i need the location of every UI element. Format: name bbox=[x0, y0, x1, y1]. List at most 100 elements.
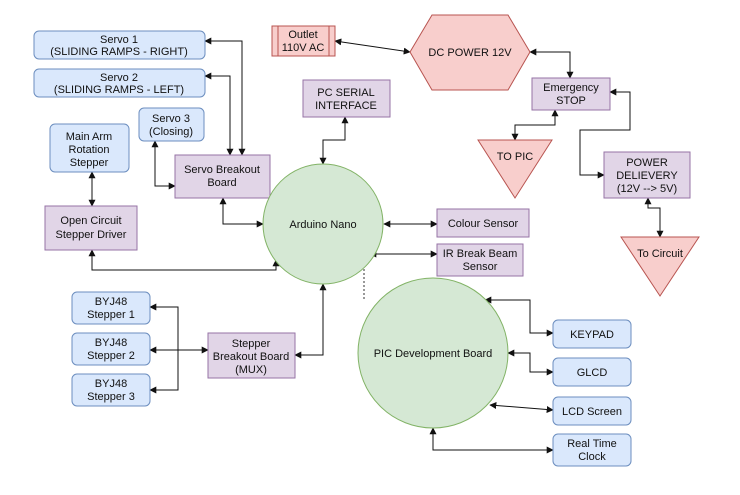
node-colour-label: Colour Sensor bbox=[448, 218, 519, 230]
node-to-circuit-label: To Circuit bbox=[637, 248, 683, 260]
node-estop-line: STOP bbox=[556, 95, 586, 107]
node-byj2-line: BYJ48 bbox=[95, 337, 127, 349]
node-pc-serial-line: PC SERIAL bbox=[317, 87, 374, 99]
edge-servo3-breakout bbox=[151, 140, 176, 190]
node-keypad: KEYPAD bbox=[552, 319, 632, 349]
edge-arduino-stepperbreakout bbox=[294, 283, 327, 359]
svg-text:Servo 2(SLIDING RAMPS - LEFT): Servo 2(SLIDING RAMPS - LEFT) bbox=[54, 72, 184, 96]
node-lcd-screen: LCD Screen bbox=[552, 396, 632, 426]
node-main-arm-line: Stepper bbox=[70, 157, 109, 169]
edge-power-tocircuit bbox=[644, 197, 664, 238]
node-main-arm-line: Rotation bbox=[69, 144, 110, 156]
node-pic-label: PIC Development Board bbox=[374, 348, 493, 360]
node-byj3-line: Stepper 3 bbox=[87, 391, 135, 403]
node-servo3-line: (Closing) bbox=[149, 126, 193, 138]
node-main-arm-line: Main Arm bbox=[66, 131, 112, 143]
node-pic-development-board: PIC Development Board bbox=[357, 277, 509, 429]
node-glcd: GLCD bbox=[552, 357, 632, 387]
svg-text:Servo 1(SLIDING RAMPS - RIGHT): Servo 1(SLIDING RAMPS - RIGHT) bbox=[50, 34, 188, 58]
node-servo1-line: Servo 1 bbox=[100, 34, 138, 46]
node-servo2: Servo 2(SLIDING RAMPS - LEFT) bbox=[33, 68, 206, 98]
node-to-circuit: To Circuit bbox=[620, 236, 700, 297]
edge-pic-lcd bbox=[489, 402, 554, 413]
node-servo3-line: Servo 3 bbox=[152, 113, 190, 125]
node-byj2-line: Stepper 2 bbox=[87, 350, 135, 362]
edge-pic-keypad bbox=[484, 296, 554, 337]
node-keypad-label: KEYPAD bbox=[570, 329, 614, 341]
node-arduino-label: Arduino Nano bbox=[289, 219, 356, 231]
node-ir-line: IR Break Beam bbox=[443, 248, 518, 260]
edge-estop-topic bbox=[511, 109, 559, 141]
node-servo-breakout-line: Servo Breakout bbox=[184, 164, 260, 176]
node-estop-line: Emergency bbox=[543, 82, 599, 94]
edge-breakout-arduino bbox=[219, 197, 264, 228]
node-dc-power: DC POWER 12V bbox=[409, 14, 531, 91]
node-power-line: DELIEVERY bbox=[616, 170, 678, 182]
node-lcd-label: LCD Screen bbox=[562, 406, 622, 418]
edge-servo2-breakout bbox=[204, 72, 234, 156]
node-servo1: Servo 1(SLIDING RAMPS - RIGHT) bbox=[33, 30, 206, 60]
node-colour-sensor: Colour Sensor bbox=[436, 208, 530, 238]
node-power-line: (12V --> 5V) bbox=[617, 183, 677, 195]
node-ir-line: Sensor bbox=[463, 261, 498, 273]
node-power-line: POWER bbox=[626, 157, 668, 169]
edge-servo1-breakout bbox=[204, 37, 246, 156]
edge-dc-estop bbox=[529, 48, 574, 79]
edge-pic-glcd bbox=[507, 349, 554, 376]
edge-estop-power bbox=[579, 88, 631, 179]
edge-byj1 bbox=[150, 306, 179, 391]
node-rtc-line: Real Time bbox=[567, 438, 617, 450]
edge-pic-rtc bbox=[429, 427, 554, 454]
node-glcd-label: GLCD bbox=[577, 367, 608, 379]
node-open-circuit-line: Open Circuit bbox=[60, 215, 121, 227]
node-byj1-line: Stepper 1 bbox=[87, 309, 135, 321]
node-byj3-line: BYJ48 bbox=[95, 378, 127, 390]
node-stepper-breakout-line: Breakout Board bbox=[213, 351, 289, 363]
node-servo2-line: Servo 2 bbox=[100, 72, 138, 84]
node-servo2-line: (SLIDING RAMPS - LEFT) bbox=[54, 84, 184, 96]
edge-driver-arduino bbox=[88, 249, 280, 271]
node-servo1-line: (SLIDING RAMPS - RIGHT) bbox=[50, 46, 188, 58]
node-to-pic: TO PIC bbox=[477, 139, 553, 199]
node-pc-serial-line: INTERFACE bbox=[315, 100, 377, 112]
node-outlet-line: 110V AC bbox=[282, 42, 325, 54]
node-rtc-line: Clock bbox=[578, 451, 606, 463]
node-byj1-line: BYJ48 bbox=[95, 296, 127, 308]
node-open-circuit-line: Stepper Driver bbox=[56, 229, 127, 241]
connections bbox=[88, 37, 664, 454]
node-servo-breakout-line: Board bbox=[207, 177, 236, 189]
node-stepper-breakout-line: Stepper bbox=[232, 338, 271, 350]
edge-pcserial-arduino bbox=[319, 116, 349, 165]
edge-outlet-dcpower bbox=[334, 38, 411, 55]
node-to-pic-label: TO PIC bbox=[497, 151, 534, 163]
node-arduino-nano: Arduino Nano bbox=[262, 163, 384, 285]
svg-text:Servo 3(Closing): Servo 3(Closing) bbox=[149, 113, 193, 138]
node-stepper-breakout-line: (MUX) bbox=[235, 364, 267, 376]
